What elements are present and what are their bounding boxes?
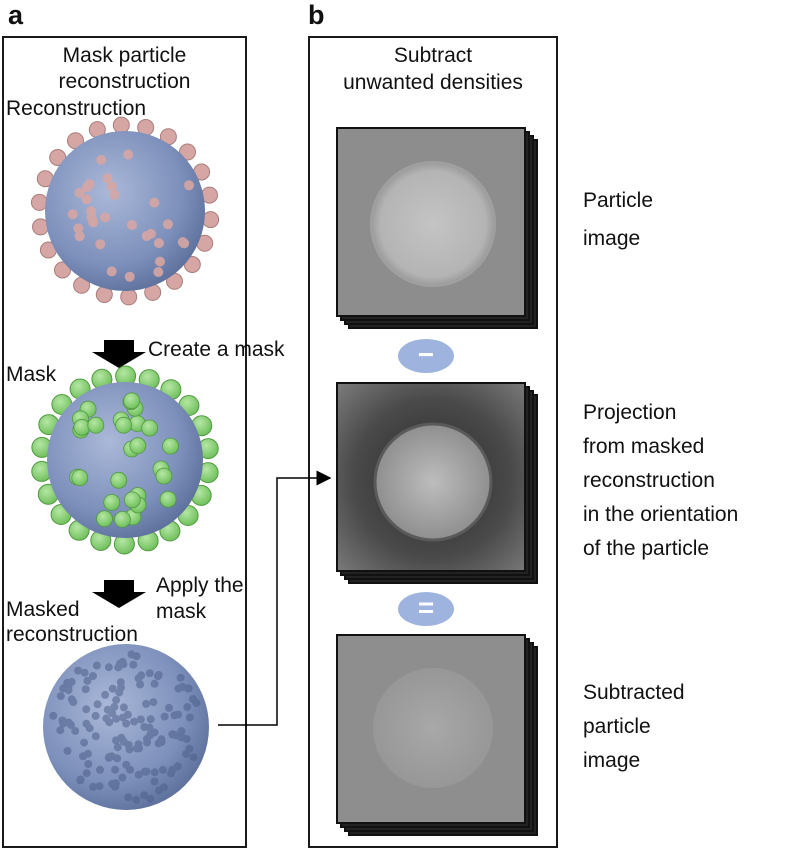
create-mask-label: Create a mask xyxy=(148,338,285,361)
particle-image-line-2: image xyxy=(583,227,641,250)
projection-image xyxy=(336,382,526,572)
create-mask-arrow xyxy=(92,340,146,368)
panel-b-title-line-2: unwanted densities xyxy=(343,71,523,94)
panel-b-letter: b xyxy=(308,0,325,30)
panel-a-letter: a xyxy=(8,0,24,30)
projection-line-3: reconstruction xyxy=(583,469,715,492)
particle-image xyxy=(336,127,526,317)
apply-mask-arrow xyxy=(92,580,146,608)
apply-mask-line-1: Apply the xyxy=(156,574,244,597)
subtracted-line-2: particle xyxy=(583,715,651,738)
masked-reconstruction-sphere xyxy=(43,644,209,810)
apply-mask-line-2: mask xyxy=(156,600,207,623)
particle-image-line-1: Particle xyxy=(583,189,654,212)
projection-line-4: in the orientation xyxy=(583,503,739,526)
projection-line-2: from masked xyxy=(583,435,705,458)
subtracted-image xyxy=(336,634,526,824)
masked-label-line-1: Masked xyxy=(6,598,80,621)
panel-b-title-line-1: Subtract xyxy=(393,44,473,67)
mask-label: Mask xyxy=(6,363,57,386)
reconstruction-virus xyxy=(30,116,220,306)
minus-operator: − xyxy=(398,339,454,373)
masked-label-line-2: reconstruction xyxy=(6,623,138,646)
subtracted-line-1: Subtracted xyxy=(583,681,685,704)
projection-line-5: of the particle xyxy=(583,537,710,560)
reconstruction-label: Reconstruction xyxy=(6,97,147,120)
panel-a-title-line-2: reconstruction xyxy=(58,70,191,93)
equals-operator: = xyxy=(398,592,454,626)
projection-line-1: Projection xyxy=(583,401,677,424)
subtracted-line-3: image xyxy=(583,749,641,772)
panel-a-title-line-1: Mask particle xyxy=(62,44,187,67)
mask-virus xyxy=(31,365,219,555)
projection-connector-arrow xyxy=(218,470,332,726)
